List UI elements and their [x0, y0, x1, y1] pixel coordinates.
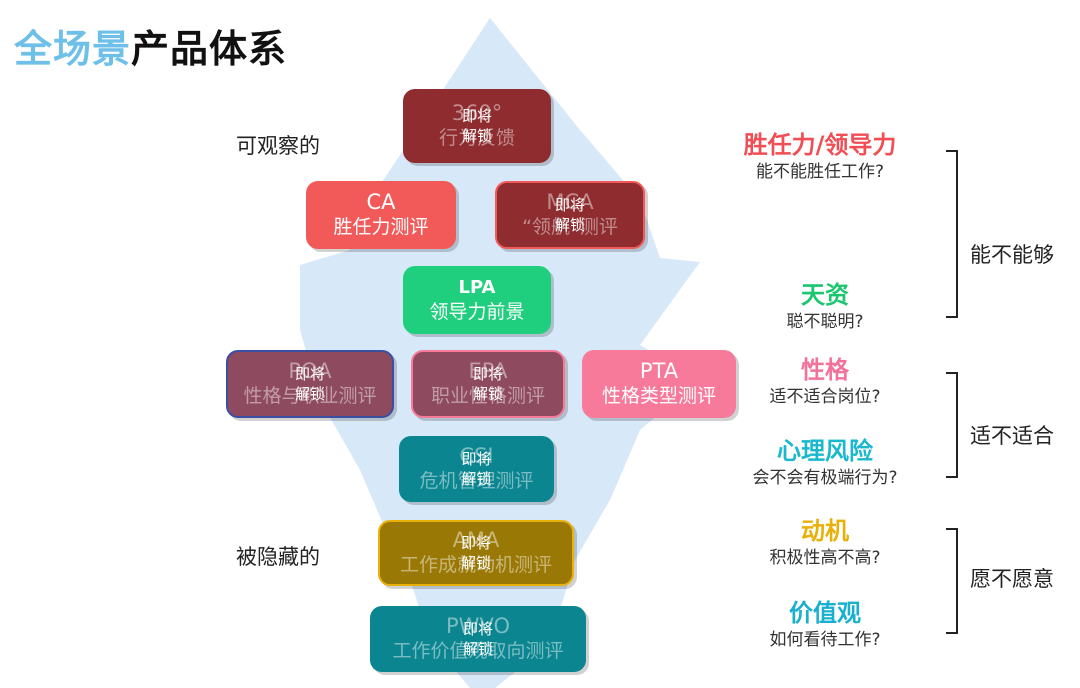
product-code: POA: [288, 359, 332, 383]
product-name: 工作价值观取向测评: [392, 640, 564, 662]
trait-question: 积极性高不高?: [769, 548, 881, 568]
trait-question: 能不能胜任工作?: [755, 162, 885, 182]
product-name: 性格与职业测评: [243, 385, 377, 407]
product-name: 性格类型测评: [601, 385, 716, 407]
product-card-pta[interactable]: PTA 性格类型测评: [582, 350, 736, 418]
lock-overlay: 即将解锁: [294, 365, 325, 403]
lock-overlay: 即将解锁: [462, 620, 493, 658]
product-name: 胜任力测评: [333, 216, 429, 238]
trait-personality: 性格 适不适合岗位?: [730, 355, 920, 409]
bracket-fit: [946, 372, 958, 478]
product-name: 职业性格测评: [430, 385, 545, 407]
product-name: 领导力前景: [429, 301, 525, 323]
group-label-can: 能不能够: [970, 243, 1054, 267]
trait-question: 如何看待工作?: [769, 630, 881, 650]
label-observable: 可观察的: [236, 134, 320, 158]
product-name: 工作成就动机测评: [399, 554, 552, 576]
trait-competency: 胜任力/领导力 能不能胜任工作?: [720, 130, 920, 184]
bracket-will: [946, 528, 958, 634]
product-code: AMA: [452, 528, 500, 552]
trait-values: 价值观 如何看待工作?: [730, 598, 920, 652]
lock-overlay: 即将解锁: [460, 534, 491, 572]
trait-title: 胜任力/领导力: [743, 131, 897, 159]
trait-question: 会不会有极端行为?: [752, 468, 898, 488]
product-card-pwvo[interactable]: PWVO 工作价值观取向测评 即将解锁: [370, 606, 586, 672]
title-prefix: 全场景: [14, 27, 132, 71]
lock-overlay: 即将解锁: [461, 107, 492, 145]
product-card-ama[interactable]: AMA 工作成就动机测评 即将解锁: [378, 520, 574, 586]
product-card-mca[interactable]: MCA “领航”测评 即将解锁: [495, 181, 645, 249]
group-label-will: 愿不愿意: [970, 567, 1054, 591]
trait-title: 天资: [801, 281, 849, 309]
trait-aptitude: 天资 聪不聪明?: [730, 280, 920, 334]
lock-overlay: 即将解锁: [461, 450, 492, 488]
product-code: MCA: [546, 190, 594, 214]
product-code: PWVO: [446, 614, 510, 638]
trait-question: 聪不聪明?: [786, 312, 864, 332]
label-hidden: 被隐藏的: [236, 545, 320, 569]
product-code: 360°: [451, 101, 503, 125]
product-code: PTA: [639, 359, 679, 383]
product-card-360[interactable]: 360° 行为反馈 即将解锁: [403, 89, 551, 163]
product-card-epa[interactable]: EPA 职业性格测评 即将解锁: [411, 350, 565, 418]
product-card-poa[interactable]: POA 性格与职业测评 即将解锁: [226, 350, 394, 418]
product-code: LPA: [458, 277, 496, 298]
product-card-ca[interactable]: CA 胜任力测评: [306, 181, 456, 249]
product-name: 行为反馈: [438, 127, 515, 149]
lock-overlay: 即将解锁: [472, 365, 503, 403]
trait-title: 性格: [801, 356, 849, 384]
trait-motivation: 动机 积极性高不高?: [730, 516, 920, 570]
bracket-can: [946, 150, 958, 318]
trait-title: 心理风险: [777, 437, 873, 465]
product-card-lpa[interactable]: LPA 领导力前景: [403, 266, 551, 334]
trait-title: 动机: [801, 517, 849, 545]
lock-overlay: 即将解锁: [554, 196, 585, 234]
product-card-csi[interactable]: CSI 危机管理测评 即将解锁: [399, 436, 554, 502]
product-code: CA: [366, 190, 396, 214]
product-name: 危机管理测评: [419, 470, 534, 492]
trait-question: 适不适合岗位?: [769, 387, 881, 407]
product-code: CSI: [459, 444, 494, 468]
title-suffix: 产品体系: [131, 27, 288, 71]
group-label-fit: 适不适合: [970, 424, 1054, 448]
trait-psych-risk: 心理风险 会不会有极端行为?: [720, 436, 930, 490]
trait-title: 价值观: [789, 599, 861, 627]
product-code: EPA: [468, 359, 508, 383]
page-title: 全场景产品体系: [14, 18, 287, 73]
product-name: “领航”测评: [522, 216, 618, 238]
